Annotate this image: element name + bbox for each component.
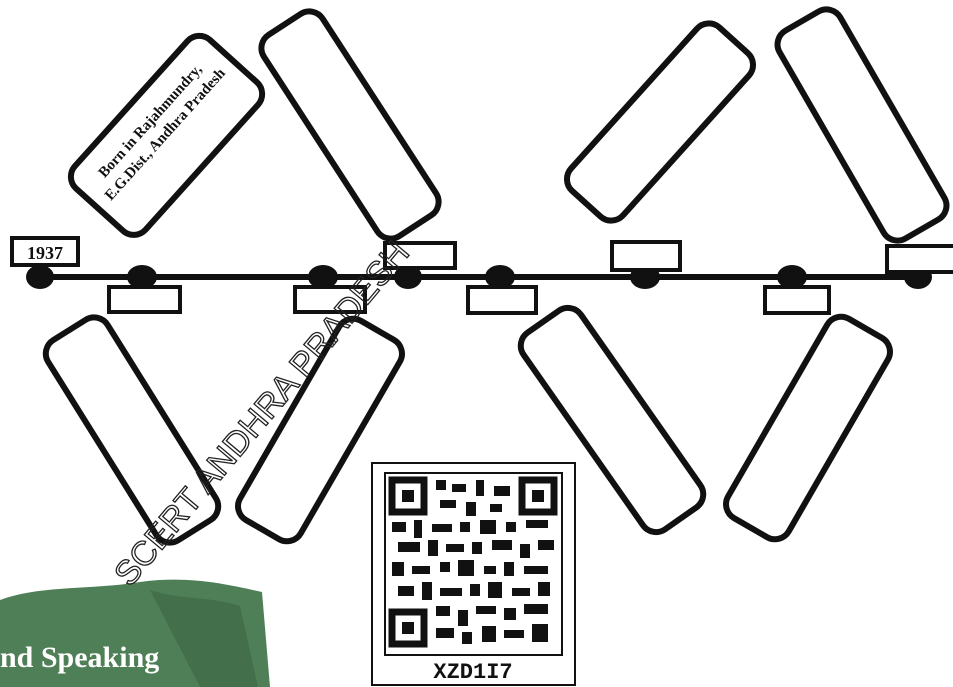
year-box (612, 242, 680, 270)
event-box-3 (560, 17, 759, 227)
year-box (109, 287, 180, 312)
start-year-label: 1937 (27, 243, 63, 263)
qr-code: XZD1I7 (372, 463, 575, 685)
timeline-dot (26, 265, 54, 289)
year-box (468, 287, 536, 313)
qr-code-caption: XZD1I7 (433, 660, 512, 685)
section-banner-text: nd Speaking (0, 641, 159, 674)
first-event-line-2: E.G.Dist., Andhra Pradesh (102, 65, 229, 204)
year-box (765, 287, 829, 313)
year-box (887, 246, 953, 272)
upper-event-boxes (64, 4, 952, 247)
event-box-4 (772, 4, 953, 247)
event-box-8 (720, 311, 896, 545)
event-box-2 (255, 5, 444, 244)
section-banner: nd Speaking (0, 580, 270, 687)
